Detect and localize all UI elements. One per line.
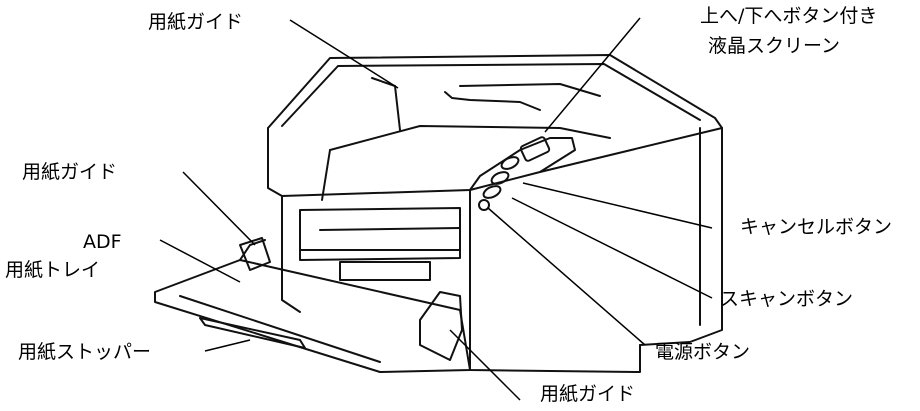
leader-cancel xyxy=(522,182,713,229)
label-adf-line2: 用紙トレイ xyxy=(5,259,101,281)
label-paper-stopper: 用紙ストッパー xyxy=(18,341,152,363)
control-panel xyxy=(469,137,576,191)
scanner-right-side xyxy=(639,127,723,346)
label-paper-guide-top: 用紙ガイド xyxy=(148,11,244,33)
output-tray xyxy=(329,125,611,151)
label-lcd-line2: 液晶スクリーン xyxy=(708,35,841,57)
label-adf-line1: ADF xyxy=(83,231,122,253)
scanner-front-housing xyxy=(267,127,723,197)
label-scan-button: スキャンボタン xyxy=(720,288,854,310)
label-cancel-button: キャンセルボタン xyxy=(740,216,893,238)
leader-adf-tray xyxy=(159,239,241,283)
up-down-buttons xyxy=(500,156,520,170)
scanner-lower-body xyxy=(281,195,301,313)
leader-paper-guide-top xyxy=(289,19,399,89)
label-power-button: 電源ボタン xyxy=(655,341,751,363)
leader-paper-guide-bottom xyxy=(449,329,521,401)
leader-lines xyxy=(159,17,713,401)
paper-stopper-part xyxy=(199,317,306,349)
power-button-shape xyxy=(478,199,490,211)
scanner-top-shell xyxy=(267,54,723,129)
scan-button-shape xyxy=(482,185,502,199)
leader-power xyxy=(487,207,646,346)
leader-paper-guide-left xyxy=(182,171,256,246)
label-paper-guide-bottom: 用紙ガイド xyxy=(540,383,636,405)
leader-scan xyxy=(511,197,713,299)
label-paper-guide-left: 用紙ガイド xyxy=(22,161,118,183)
right-paper-guide xyxy=(419,291,463,361)
label-lcd-line1: 上へ/下へボタン付き xyxy=(700,5,878,27)
lcd-screen xyxy=(519,136,551,162)
left-paper-guide xyxy=(239,237,271,271)
cancel-button-shape xyxy=(490,171,510,185)
leader-lcd xyxy=(544,17,641,133)
leader-stopper xyxy=(204,339,251,352)
